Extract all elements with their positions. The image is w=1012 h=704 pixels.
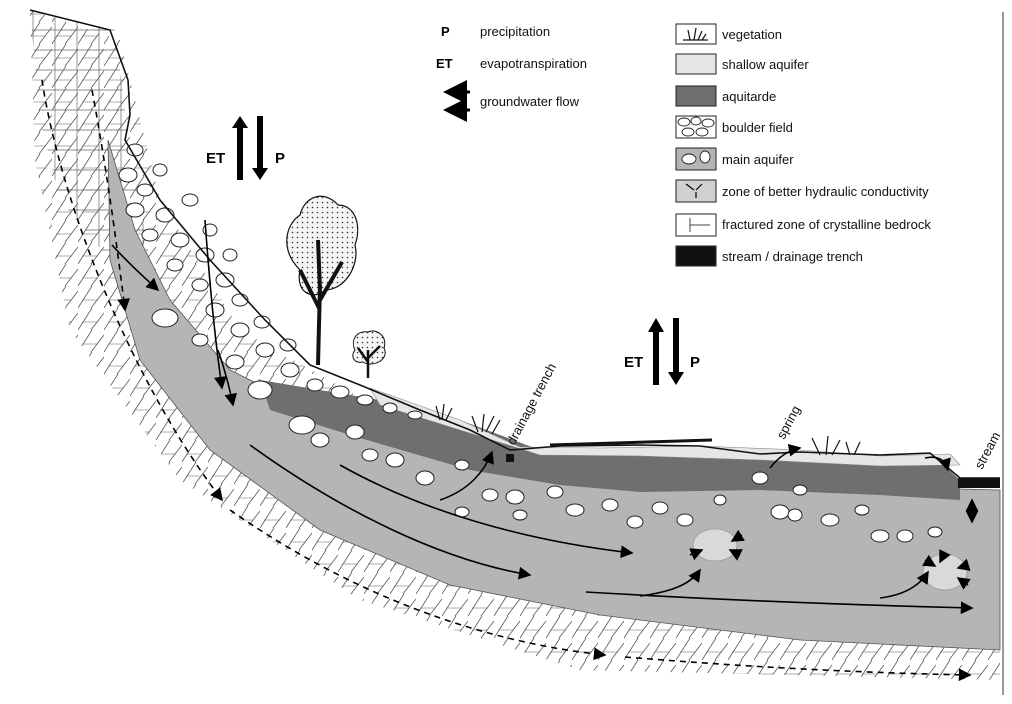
legend-swatch-shallow-aquifer (675, 53, 717, 75)
legend-label-evapotranspiration: evapotranspiration (480, 56, 587, 71)
material-legend: vegetation shallow aquifer aquitarde bou… (675, 23, 931, 267)
legend-swatch-stream (675, 245, 717, 267)
main-aquifer-boulders (151, 308, 943, 543)
legend-better-conductivity-arrows (685, 183, 703, 198)
legend-label-stream: stream / drainage trench (722, 249, 863, 264)
better-conductivity-zone-2 (922, 553, 968, 591)
legend-label-precipitation: precipitation (480, 24, 550, 39)
legend-swatch-aquitarde (675, 85, 717, 107)
legend-label-boulder-field: boulder field (722, 120, 793, 135)
legend-swatch-vegetation (675, 23, 717, 45)
shallow-aquifer-layer (369, 387, 961, 467)
terrain-surface (29, 9, 1000, 479)
et-p-flux-left: ET P (206, 116, 285, 180)
legend-symbol-p: P (441, 24, 450, 39)
groundwater-flow-dashed (41, 79, 972, 682)
drainage-trench-label: drainage trench (503, 361, 559, 448)
drainage-trench (506, 454, 514, 462)
p-down-arrow-right (668, 318, 684, 385)
legend-main-aquifer-pebble-2 (699, 150, 711, 164)
legend-main-aquifer-pebble-1 (681, 153, 697, 165)
legend-label-groundwater-flow: groundwater flow (480, 94, 580, 109)
better-conductivity-zone-1 (692, 528, 738, 562)
legend-label-main-aquifer: main aquifer (722, 152, 794, 167)
boulder-pattern-icon (677, 116, 715, 137)
legend-label-vegetation: vegetation (722, 27, 782, 42)
stream-channel (958, 478, 1000, 488)
meadow-grass (549, 438, 713, 447)
et-label-right: ET (624, 354, 643, 371)
groundwater-flow-solid (111, 219, 979, 615)
vegetation-icon (683, 27, 708, 41)
legend-label-shallow-aquifer: shallow aquifer (722, 57, 809, 72)
legend-symbol-et: ET (436, 56, 453, 71)
et-up-arrow-right (648, 318, 664, 385)
aquitarde-layer (260, 380, 960, 500)
et-label-left: ET (206, 150, 225, 167)
fracture-pattern-icon (689, 218, 710, 232)
legend-label-fractured-zone: fractured zone of crystalline bedrock (722, 217, 931, 232)
p-label-right: P (690, 354, 700, 371)
p-label-left: P (275, 150, 285, 167)
reed-vegetation (435, 403, 861, 456)
large-tree (286, 195, 359, 366)
stream-label: stream (971, 429, 1003, 471)
legend-label-aquitarde: aquitarde (722, 89, 776, 104)
et-p-flux-right: ET P (624, 318, 700, 385)
boulder-field (118, 143, 423, 420)
small-tree (352, 330, 386, 378)
et-up-arrow-left (232, 116, 248, 180)
legend-label-better-conductivity: zone of better hydraulic conductivity (722, 184, 929, 199)
p-down-arrow-left (252, 116, 268, 180)
spring-label: spring (773, 403, 803, 441)
legend-swatch-better-conductivity (675, 179, 717, 203)
symbol-legend: P precipitation ET evapotranspiration gr… (436, 24, 587, 122)
